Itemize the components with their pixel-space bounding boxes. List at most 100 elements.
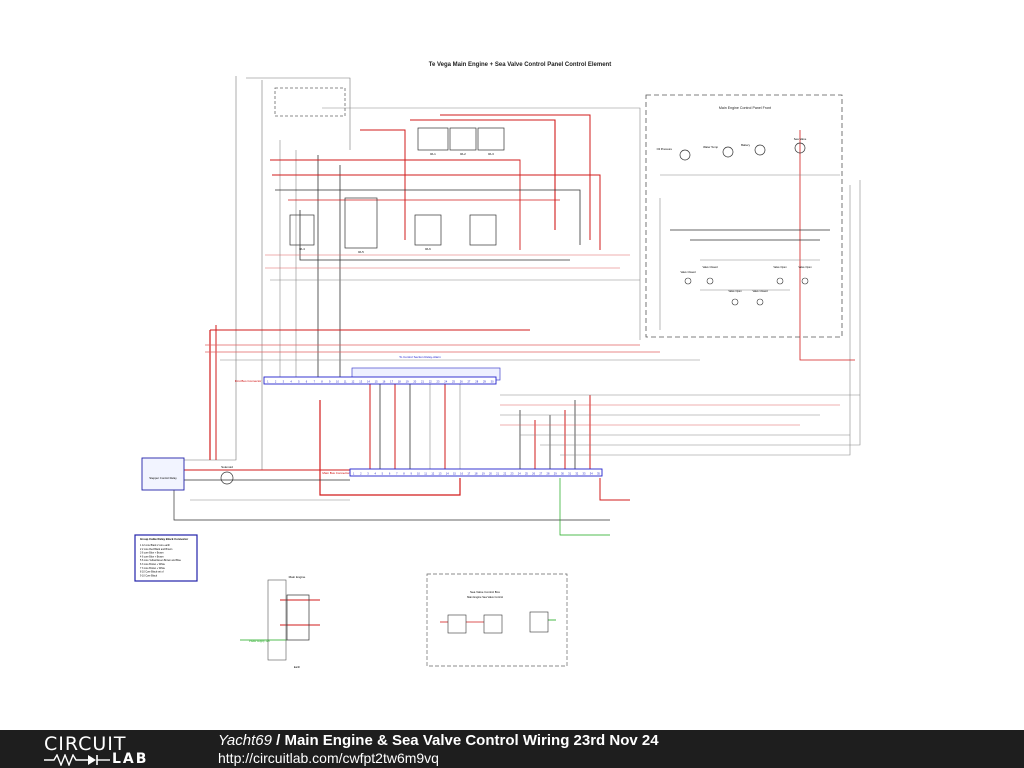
legend-line: 6 3 core Brown + White <box>140 563 166 566</box>
wiring-layer <box>142 76 861 641</box>
svg-text:Valve Closed: Valve Closed <box>680 270 696 274</box>
bus-terminal-number: 12 <box>431 472 434 476</box>
bus-terminal-number: 4 <box>374 472 376 476</box>
bus-terminal-number: 19 <box>482 472 485 476</box>
bus-terminal-number: 2 <box>360 472 362 476</box>
bus-terminal-number: 25 <box>525 472 528 476</box>
gauge-water-temp: Water Temp <box>703 145 734 158</box>
wire <box>440 114 591 240</box>
svg-text:Group Cable Relay Block Connec: Group Cable Relay Block Connector <box>140 537 189 541</box>
bus-terminal-number: 7 <box>396 472 398 476</box>
svg-text:Valve Open: Valve Open <box>773 265 787 269</box>
bus-terminal-number: 23 <box>437 380 440 384</box>
wire <box>246 77 351 150</box>
cable-legend: Group Cable Relay Block Connector 1 12 c… <box>134 534 198 582</box>
stepper-relay-label: Stepper Control Relay <box>149 476 177 480</box>
lamp-3: Valve Open <box>773 265 787 285</box>
relay-rl6: RL6 <box>414 214 442 251</box>
bus-terminal-number: 30 <box>561 472 564 476</box>
relay-rl4: RL4 <box>289 214 315 251</box>
svg-text:Water Temp: Water Temp <box>703 145 718 149</box>
svg-text:Battery: Battery <box>741 143 750 147</box>
author-link[interactable]: Yacht69 <box>218 732 272 749</box>
bus-terminal-number: 28 <box>475 380 478 384</box>
svg-text:Sea Valve: Sea Valve <box>794 137 807 141</box>
solenoid: Solenoid <box>220 465 234 485</box>
bus-terminal-number: 20 <box>413 380 416 384</box>
bus-terminal-number: 22 <box>503 472 506 476</box>
bus-terminal-number: 14 <box>367 380 370 384</box>
svg-text:Valve Closed: Valve Closed <box>702 265 718 269</box>
bus-terminal-number: 11 <box>344 380 347 384</box>
legend-line: 1 12 core Black 2 core earth <box>140 544 171 547</box>
legend-line: 2 2 core Red Black and Brown <box>140 548 173 551</box>
bus-terminal-number: 32 <box>575 472 578 476</box>
bus-terminal-number: 10 <box>336 380 339 384</box>
gauge-oil-pressure: Oil Pressure <box>657 147 691 161</box>
wire <box>410 119 556 230</box>
stepper-relay-box <box>141 457 185 491</box>
legend-line: 3 6 core Blue + Brown <box>140 552 164 555</box>
wire <box>322 107 641 340</box>
footer-bar: CIRCUIT LAB Yacht69 / Main Engine & Sea … <box>0 730 1024 768</box>
bus-terminal-number: 18 <box>398 380 401 384</box>
control-panel-front-label: Main Engine Control Panel Front <box>719 106 771 110</box>
svg-text:Main Engine: Main Engine <box>289 575 306 579</box>
gauge-sea-valve: Sea Valve <box>794 137 807 154</box>
schematic-canvas: Te Vega Main Engine + Sea Valve Control … <box>134 62 861 669</box>
wire <box>299 210 570 261</box>
bus-terminal-number: 27 <box>539 472 542 476</box>
bus-terminal-number: 29 <box>483 380 486 384</box>
legend-line: 8 10 Core Black set of <box>140 571 164 574</box>
svg-text:RL5: RL5 <box>358 250 364 254</box>
bus-terminal-number: 1 <box>267 380 269 384</box>
first-bus-label: First Bus Connector <box>235 379 262 383</box>
svg-text:RL6: RL6 <box>425 247 431 251</box>
circuit-title-text: Main Engine & Sea Valve Control Wiring 2… <box>284 732 659 749</box>
wire <box>272 174 601 250</box>
circuit-url[interactable]: http://circuitlab.com/cwfpt2tw6m9vq <box>218 750 439 766</box>
bus-terminal-number: 15 <box>375 380 378 384</box>
main-engine-box: Main Engine Power supply 12V Earth <box>249 575 310 669</box>
bus-terminal-number: 24 <box>444 380 447 384</box>
circuitlab-logo[interactable]: CIRCUIT LAB <box>44 733 174 767</box>
lamp-2: Valve Closed <box>702 265 718 285</box>
svg-text:Main Engine Sea Valve Control: Main Engine Sea Valve Control <box>467 595 503 599</box>
bus-terminal-number: 20 <box>489 472 492 476</box>
bus-terminal-number: 18 <box>475 472 478 476</box>
gauge-battery: Battery <box>741 143 766 156</box>
bus-terminal-number: 27 <box>467 380 470 384</box>
bus-terminal-number: 13 <box>439 472 442 476</box>
control-panel-front-box <box>645 94 843 338</box>
title-separator: / <box>271 732 285 749</box>
bus-terminal-number: 1 <box>353 472 355 476</box>
bus-terminal-number: 21 <box>496 472 499 476</box>
bus-terminal-number: 16 <box>460 472 463 476</box>
bus-terminal-number: 17 <box>390 380 393 384</box>
wire <box>560 185 851 456</box>
bus-terminal-number: 24 <box>518 472 521 476</box>
wire <box>275 189 581 245</box>
bus-terminal-number: 19 <box>406 380 409 384</box>
bus-terminal-number: 31 <box>568 472 571 476</box>
lamp-1: Valve Closed <box>680 270 696 285</box>
bus-terminal-number: 13 <box>359 380 362 384</box>
bus-terminal-number: 17 <box>467 472 470 476</box>
svg-text:RL3: RL3 <box>488 152 494 156</box>
legend-line: 7 3 core Brown + White <box>140 567 166 570</box>
lamp-5: Valve Open <box>728 289 742 306</box>
wire <box>799 130 855 361</box>
bus-terminal-number: 14 <box>446 472 449 476</box>
wire <box>360 129 406 240</box>
bus-terminal-number: 29 <box>554 472 557 476</box>
sea-valve-control-box: Sea Valve Control Box Main Engine Sea Va… <box>426 573 568 667</box>
lamp-6: Valve Closed <box>752 289 768 306</box>
resistor-diode-icon <box>44 754 110 766</box>
bus-terminal-number: 22 <box>429 380 432 384</box>
relay-rl1: RL1 <box>417 127 449 156</box>
logo-circuit-text: CIRCUIT <box>44 733 127 755</box>
bus-terminal-number: 21 <box>421 380 424 384</box>
svg-text:Oil Pressure: Oil Pressure <box>657 147 673 151</box>
bus-terminal-number: 26 <box>460 380 463 384</box>
